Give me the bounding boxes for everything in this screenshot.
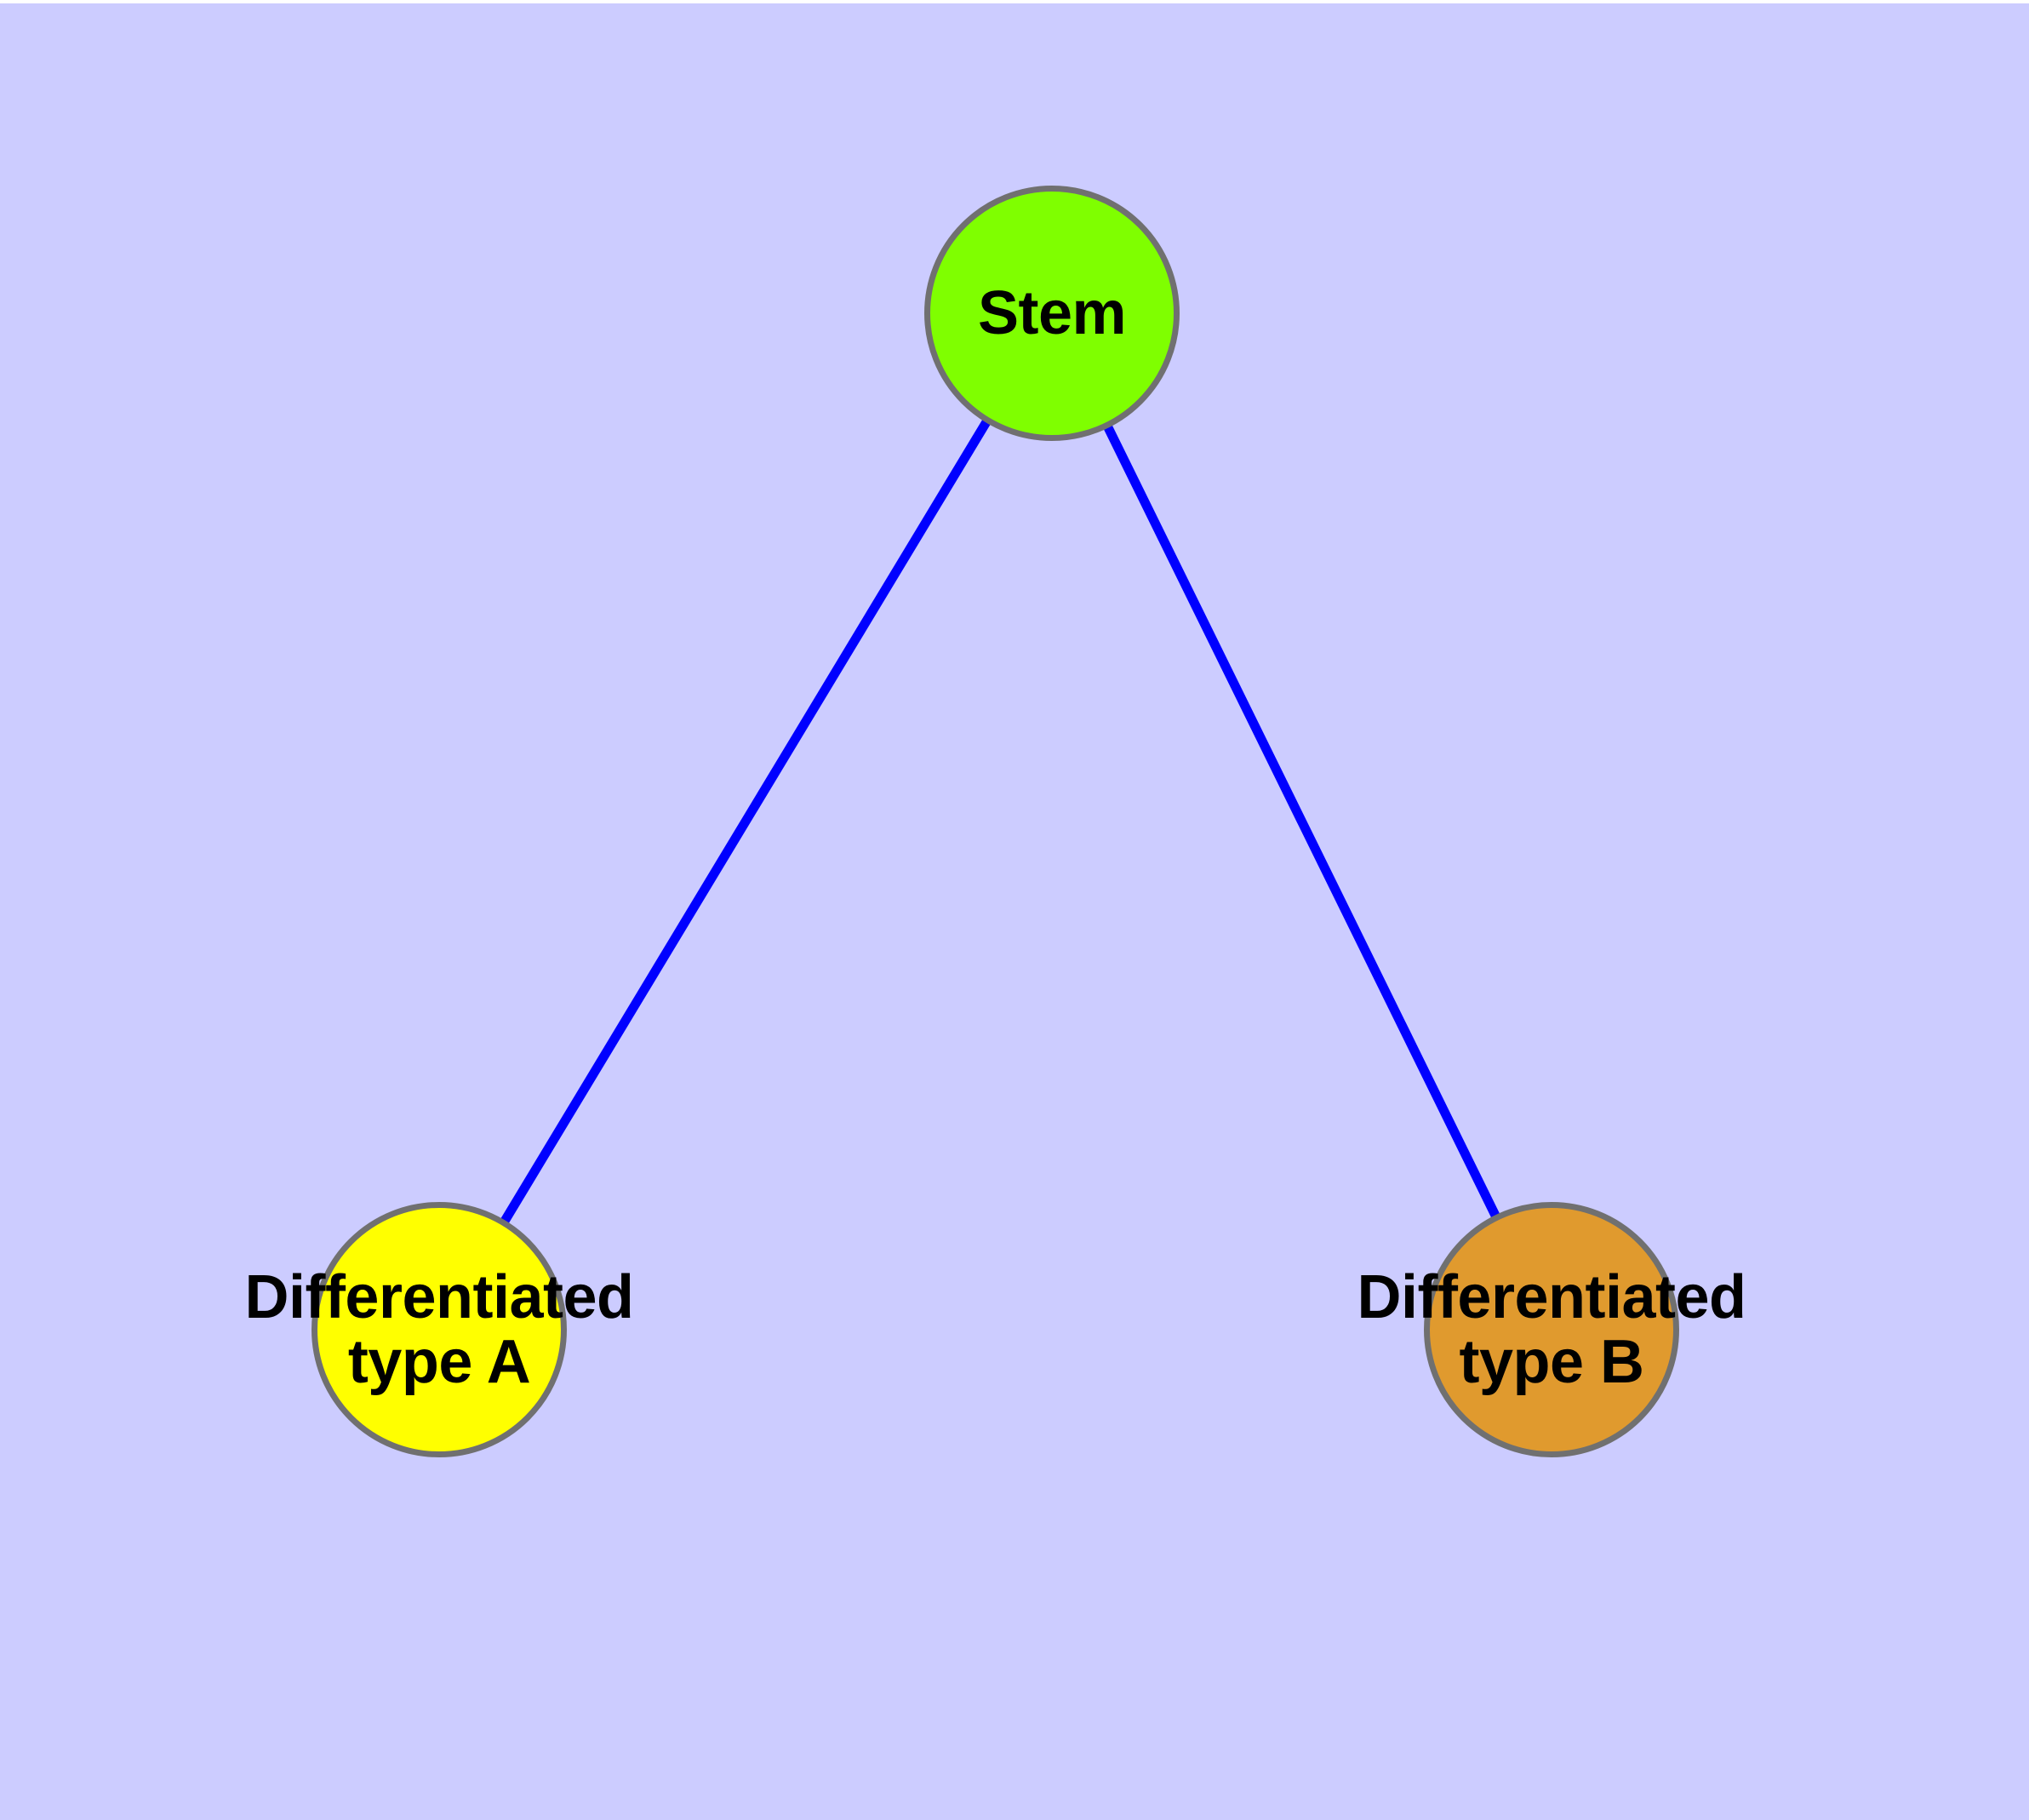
edge-stem-to-diff-b [1101,421,1502,1222]
edge-stem-to-diff-a [498,415,993,1228]
canvas-top-margin [0,0,2029,3]
node-stem[interactable] [924,186,1180,441]
node-differentiated-type-b[interactable] [1424,1202,1679,1457]
node-differentiated-type-a[interactable] [311,1202,567,1457]
